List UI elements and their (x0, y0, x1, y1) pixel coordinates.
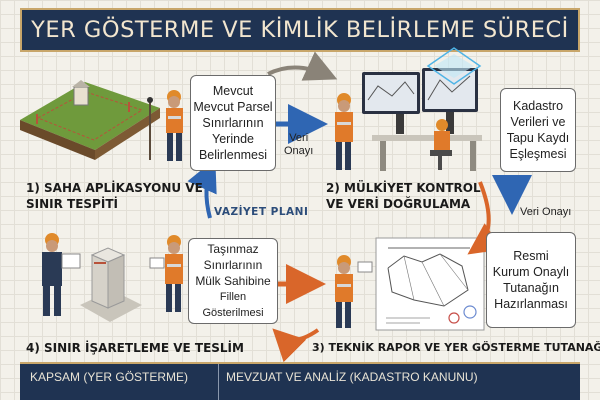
office-illustration (335, 47, 482, 171)
vaziyet-plani-label: VAZİYET PLANI (214, 206, 309, 218)
step-2-label: 2) MÜLKİYET KONTROL VE VERİ DOĞRULAMA (326, 181, 481, 211)
arrow-vaziyet-up (187, 158, 217, 219)
report-document-illustration (335, 237, 485, 331)
step-1-label: 1) SAHA APLİKASYONU VE SINIR TESPİTİ (26, 181, 203, 211)
step-3-label: 3) TEKNİK RAPOR VE YER GÖSTERME TUTANAĞI (312, 341, 600, 354)
title-banner: YER GÖSTERME VE KİMLİK BELİRLEME SÜRECİ (20, 8, 580, 52)
surveyor-figure-1 (147, 90, 183, 161)
table-divider (218, 364, 219, 400)
card-resmi-tutanak: Resmi Kurum Onaylı Tutanağın Hazırlanmas… (486, 232, 576, 328)
table-col-kapsam: KAPSAM (YER GÖSTERME) (30, 370, 189, 384)
land-parcel-illustration (20, 80, 160, 160)
bottom-table-header: KAPSAM (YER GÖSTERME) MEVZUAT VE ANALİZ … (20, 362, 580, 400)
arrow-report-to-step4 (272, 328, 320, 363)
arrow-step1-to-step2 (267, 51, 338, 81)
veri-onayi-label-1: Veri Onayı (284, 132, 314, 157)
card-mevcut-parsel: Mevcut Mevcut Parsel Sınırlarının Yerind… (190, 75, 276, 171)
veri-onayi-label-2: Veri Onayı (520, 206, 572, 218)
card-kadastro-verileri: Kadastro Verileri ve Tapu Kaydı Eşleşmes… (500, 88, 576, 172)
arrow-step2-to-step3 (467, 181, 503, 255)
page-title: YER GÖSTERME VE KİMLİK BELİRLEME SÜRECİ (31, 17, 569, 43)
step-4-label: 4) SINIR İŞARETLEME VE TESLİM (26, 341, 244, 355)
table-col-mevzuat: MEVZUAT VE ANALİZ (KADASTRO KANUNU) (226, 370, 478, 384)
boundary-marker-illustration (42, 233, 183, 322)
card-tasinmaz-sinir: Taşınmaz Sınırlarının Mülk Sahibine Fill… (188, 238, 278, 324)
